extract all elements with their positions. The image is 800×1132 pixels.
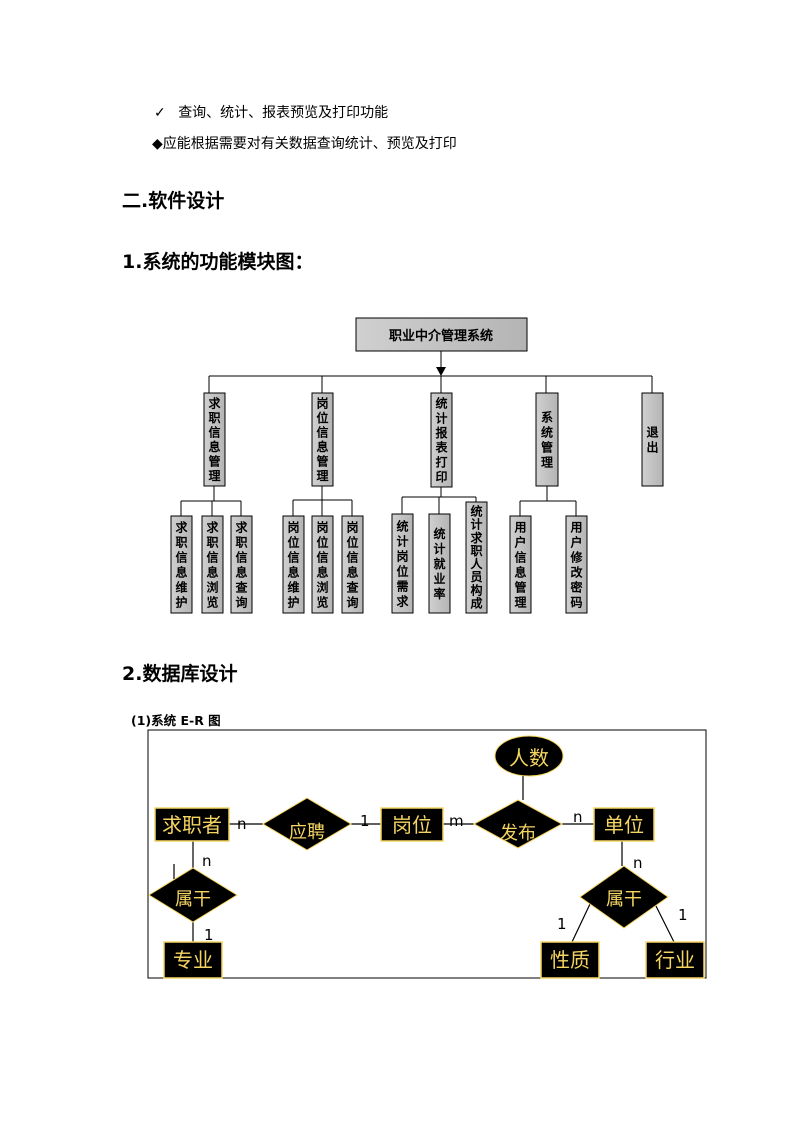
arrow-down-icon — [436, 367, 446, 376]
submodule-label: 求职信息查询 — [234, 520, 248, 610]
er-frame — [147, 729, 707, 979]
bullet-text: 查询、统计、报表预览及打印功能 — [178, 105, 389, 121]
entity-major: 专业 — [163, 941, 223, 979]
submodule-box: 求职信息查询 — [230, 515, 253, 614]
module-label: 岗位信息管理 — [316, 397, 328, 484]
module-box: 退出 — [641, 392, 664, 487]
cardinality-label: 1 — [204, 926, 214, 944]
submodule-label: 统计岗位需求 — [396, 519, 409, 609]
submodule-box: 岗位信息维护 — [282, 515, 305, 614]
module-box: 岗位信息管理 — [311, 392, 334, 487]
module-box: 求职信息管理 — [203, 392, 226, 487]
submodule-box: 岗位信息浏览 — [311, 515, 334, 614]
module-box: 系统管理 — [535, 392, 559, 487]
entity-unit: 单位 — [593, 807, 655, 842]
entity-seeker: 求职者 — [154, 807, 230, 842]
entity-label: 岗位 — [392, 813, 432, 837]
entity-nature: 性质 — [540, 941, 600, 979]
submodule-box: 求职信息浏览 — [201, 515, 224, 614]
entity-label: 性质 — [550, 948, 590, 972]
submodule-label: 岗位信息维护 — [287, 521, 299, 610]
submodule-label: 用户修改密码 — [569, 521, 583, 610]
relationship-belong-right: 属干 — [579, 865, 669, 929]
cardinality-label: 1 — [360, 812, 370, 830]
submodule-box: 统计岗位需求 — [391, 513, 414, 614]
cardinality-label: 1 — [557, 915, 567, 933]
attribute-label: 人数 — [509, 746, 549, 770]
attribute-ellipse — [494, 735, 564, 777]
submodule-label: 统计就业率 — [433, 526, 445, 601]
cardinality-label: n — [573, 808, 583, 826]
diamond-icon: ◆ — [152, 136, 163, 152]
relationship-belong-left: 属干 — [148, 867, 238, 923]
section-heading: 二.软件设计 — [122, 190, 225, 212]
submodule-label: 统计求职人员构成 — [470, 504, 483, 611]
root-module-label: 职业中介管理系统 — [389, 328, 493, 344]
submodule-box: 求职信息维护 — [170, 515, 193, 614]
submodule-label: 求职信息维护 — [175, 520, 188, 610]
subsection-heading: 2.数据库设计 — [122, 663, 238, 685]
bullet-text: 应能根据需要对有关数据查询统计、预览及打印 — [162, 136, 457, 152]
submodule-box: 统计求职人员构成 — [465, 501, 488, 614]
entity-industry: 行业 — [645, 941, 705, 979]
bullet-item: ✓ 查询、统计、报表预览及打印功能 — [154, 104, 388, 122]
cardinality-label: n — [633, 854, 643, 872]
relationship-label: 属干 — [175, 889, 211, 910]
entity-label: 专业 — [173, 948, 213, 972]
relationship-publish: 发布 — [472, 799, 564, 849]
cardinality-label: n — [237, 815, 247, 833]
root-module-box — [355, 317, 528, 352]
submodule-box: 统计就业率 — [428, 513, 451, 614]
er-caption: (1)系统 E-R 图 — [131, 713, 221, 728]
module-box: 统计报表打印 — [430, 392, 453, 488]
relationship-label: 属干 — [606, 889, 642, 910]
subsection-heading: 1.系统的功能模块图： — [122, 251, 314, 273]
relationship-label: 应聘 — [289, 822, 325, 843]
submodule-label: 岗位信息浏览 — [316, 521, 328, 610]
submodule-box: 用户信息管理 — [509, 515, 532, 614]
submodule-label: 求职信息浏览 — [206, 520, 219, 610]
cardinality-label: 1 — [678, 906, 688, 924]
submodule-box: 用户修改密码 — [565, 515, 588, 614]
submodule-label: 用户信息管理 — [513, 521, 526, 610]
module-label: 统计报表打印 — [434, 396, 448, 484]
relationship-label: 发布 — [500, 823, 536, 844]
entity-label: 求职者 — [162, 813, 222, 837]
entity-label: 单位 — [604, 813, 644, 837]
entity-label: 行业 — [655, 948, 695, 972]
module-label: 求职信息管理 — [208, 396, 221, 484]
entity-position: 岗位 — [380, 807, 444, 842]
cardinality-label: n — [202, 852, 212, 870]
module-label: 退出 — [646, 426, 658, 455]
checkmark-icon: ✓ — [154, 105, 166, 121]
submodule-box: 岗位信息查询 — [341, 515, 364, 614]
module-label: 系统管理 — [541, 410, 553, 470]
bullet-item: ◆应能根据需要对有关数据查询统计、预览及打印 — [152, 135, 457, 153]
submodule-label: 岗位信息查询 — [345, 521, 359, 610]
relationship-apply: 应聘 — [262, 797, 352, 851]
cardinality-label: m — [449, 812, 464, 830]
